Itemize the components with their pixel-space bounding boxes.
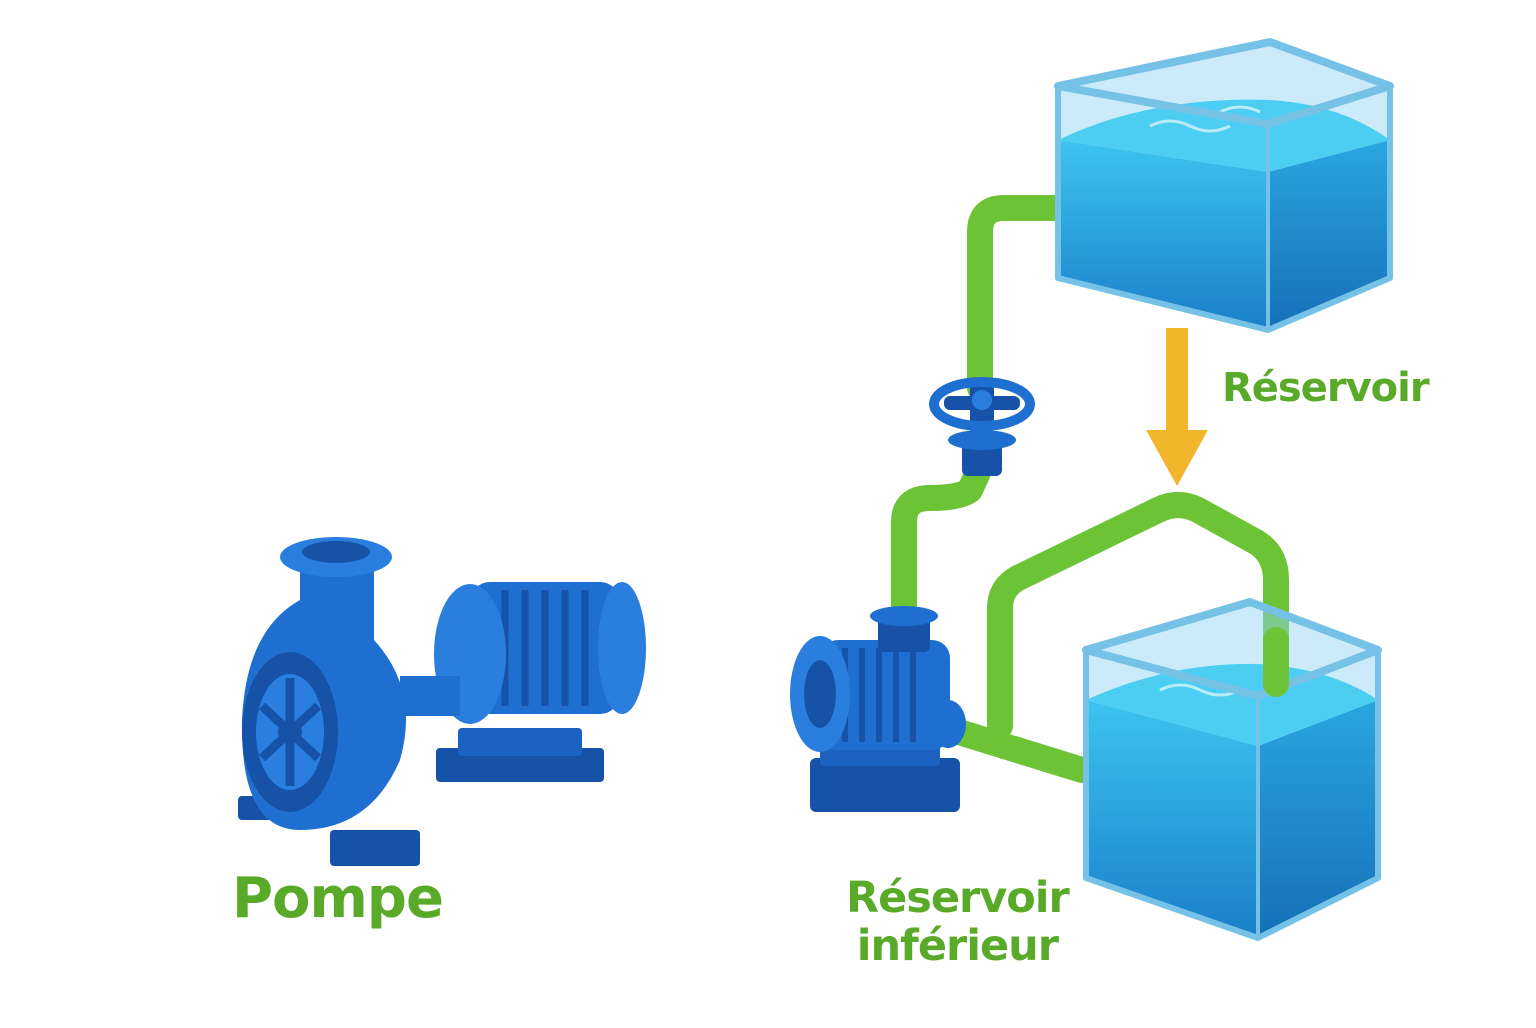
pipe-to-lower-tank: [933, 715, 1095, 783]
lower-tank-label-line2: inférieur: [856, 921, 1059, 972]
valve-icon: [929, 377, 1035, 476]
centrifugal-pump-icon: [238, 537, 646, 866]
lower-tank: [1082, 598, 1382, 941]
lower-tank-label: Réservoir inférieur: [846, 873, 1070, 972]
pipe-to-pump: [891, 455, 993, 623]
pipe-from-upper-tank: [967, 195, 1073, 401]
pump-label: Pompe: [232, 866, 444, 931]
down-arrow-icon: [1146, 328, 1208, 486]
tank-label: Réservoir: [1222, 365, 1430, 411]
pipe-bypass-loop: [987, 492, 1289, 739]
system-pump-icon: [790, 606, 966, 812]
upper-tank: [1054, 38, 1394, 333]
lower-tank-label-line1: Réservoir: [846, 873, 1070, 923]
pipe-network: [891, 195, 1289, 783]
